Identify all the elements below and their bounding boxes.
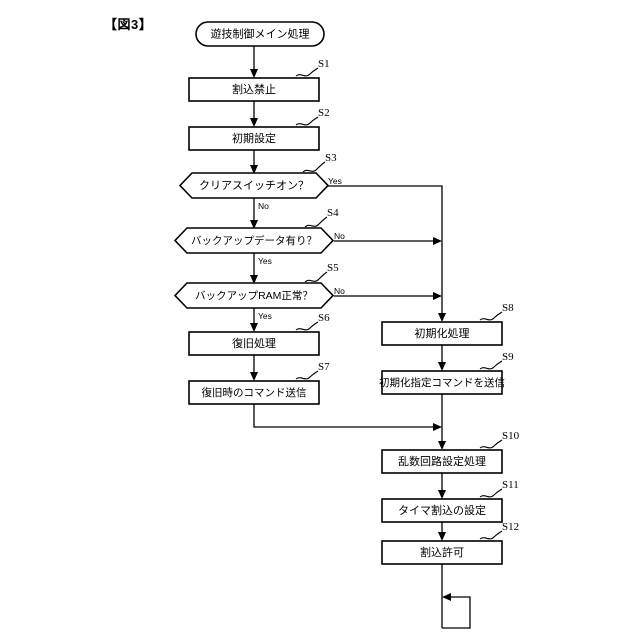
edge-s1-s2 — [250, 101, 258, 127]
node-start: 遊技制御メイン処理 — [195, 21, 325, 47]
branch-label-s5-yes: Yes — [258, 311, 272, 321]
step-marker-s4: S4 — [304, 207, 339, 228]
node-s4-label: バックアップデータ有り？ — [191, 234, 317, 247]
node-s3-label: クリアスイッチオン？ — [199, 179, 309, 192]
node-s11-label: タイマ割込の設定 — [398, 503, 486, 517]
step-marker-s8: S8 — [479, 302, 514, 321]
node-s7: 復旧時のコマンド送信 — [188, 380, 320, 405]
step-label-s2: S2 — [318, 107, 330, 119]
node-s12: 割込許可 — [381, 540, 503, 565]
step-marker-s10: S10 — [479, 430, 520, 449]
edge-s5-no-rail — [334, 292, 442, 300]
edge-s10-s11 — [438, 473, 446, 499]
step-label-s11: S11 — [502, 479, 519, 491]
node-s1: 割込禁止 — [188, 77, 320, 102]
loop-back-path — [442, 593, 471, 629]
node-s7-label: 復旧時のコマンド送信 — [202, 386, 307, 399]
node-s2-label: 初期設定 — [232, 131, 276, 145]
branch-label-s5-no: No — [334, 286, 345, 296]
step-marker-s2: S2 — [295, 107, 330, 126]
edge-s3-yes-rail — [328, 185, 446, 322]
node-s9-label: 初期化指定コマンドを送信 — [379, 376, 505, 389]
step-label-s12: S12 — [502, 521, 519, 533]
step-marker-s1: S1 — [295, 58, 330, 77]
edge-s8-s9 — [438, 345, 446, 371]
node-s8-label: 初期化処理 — [415, 326, 470, 340]
node-s10: 乱数回路設定処理 — [381, 449, 503, 474]
figure-label: 【図3】 — [104, 17, 153, 32]
step-label-s7: S7 — [318, 361, 330, 373]
branch-label-s3-no: No — [258, 201, 269, 211]
step-label-s4: S4 — [327, 207, 339, 219]
edge-s5-s6 — [250, 308, 258, 332]
edge-s2-s3 — [250, 150, 258, 174]
edge-s4-s5 — [250, 253, 258, 284]
step-label-s8: S8 — [502, 302, 514, 314]
edge-s7-merge — [253, 404, 442, 431]
edge-s11-s12 — [438, 522, 446, 541]
branch-label-s4-no: No — [334, 231, 345, 241]
node-start-label: 遊技制御メイン処理 — [211, 27, 310, 41]
node-s10-label: 乱数回路設定処理 — [398, 454, 486, 468]
step-label-s1: S1 — [318, 58, 330, 70]
branch-label-s3-yes: Yes — [328, 176, 342, 186]
node-s2: 初期設定 — [188, 126, 320, 151]
step-label-s3: S3 — [325, 152, 337, 164]
step-label-s5: S5 — [327, 262, 339, 274]
step-marker-s9: S9 — [479, 351, 514, 370]
step-marker-s5: S5 — [304, 262, 339, 283]
edge-s3-s4 — [250, 198, 258, 229]
step-label-s6: S6 — [318, 312, 330, 324]
node-s6-label: 復旧処理 — [232, 337, 276, 350]
node-s1-label: 割込禁止 — [232, 82, 276, 96]
node-s12-label: 割込許可 — [420, 545, 464, 559]
node-s11: タイマ割込の設定 — [381, 498, 503, 523]
edge-s9-s10 — [438, 394, 446, 450]
edge-s6-s7 — [250, 355, 258, 381]
step-label-s9: S9 — [502, 351, 514, 363]
step-marker-s11: S11 — [479, 479, 519, 498]
branch-label-s4-yes: Yes — [258, 256, 272, 266]
node-s5-label: バックアップRAM正常？ — [195, 289, 313, 302]
edge-start-s1 — [250, 46, 258, 78]
step-marker-s3: S3 — [302, 152, 337, 173]
step-marker-s12: S12 — [479, 521, 519, 540]
node-s6: 復旧処理 — [188, 331, 320, 356]
step-marker-s7: S7 — [295, 361, 330, 380]
node-s9: 初期化指定コマンドを送信 — [379, 370, 505, 395]
node-s8: 初期化処理 — [381, 321, 503, 346]
node-s3: クリアスイッチオン？ — [178, 172, 330, 199]
step-label-s10: S10 — [502, 430, 520, 442]
node-s4: バックアップデータ有り？ — [173, 227, 335, 254]
node-s5: バックアップRAM正常？ — [173, 282, 335, 309]
step-marker-s6: S6 — [295, 312, 330, 331]
edge-s4-no-rail — [334, 237, 442, 245]
